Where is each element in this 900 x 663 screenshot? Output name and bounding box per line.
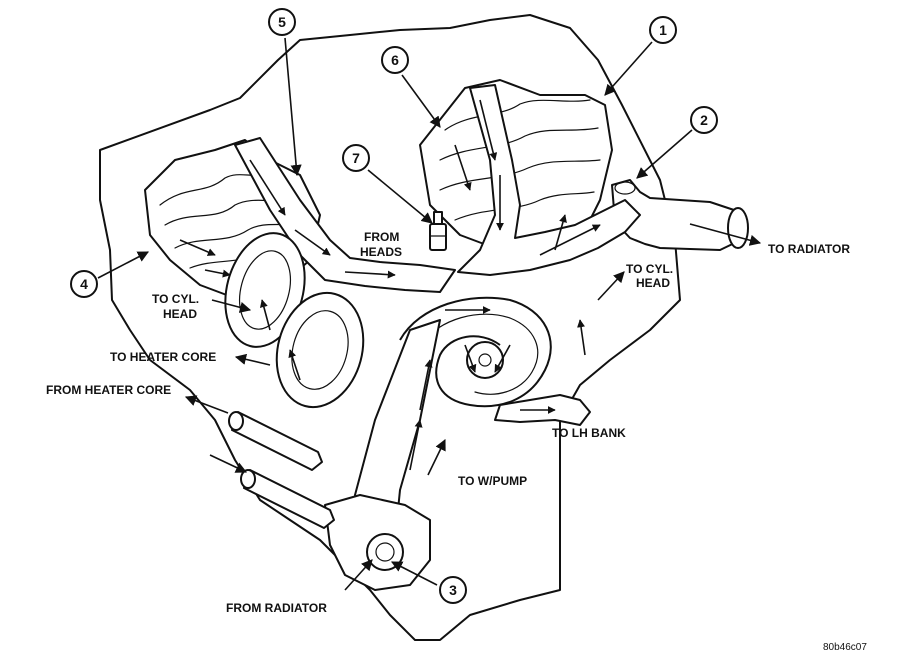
label-to-w-pump: TO W/PUMP: [458, 474, 527, 488]
to-cyl-head-left-arrow: [211, 299, 252, 313]
callout-6-leader: [401, 74, 441, 128]
callout-6: 6: [381, 46, 409, 74]
to-heater-core-arrow: [234, 353, 271, 366]
callout-2-leader: [636, 129, 693, 179]
callout-4-leader: [97, 251, 149, 279]
svg-text:1: 1: [659, 22, 667, 38]
left-cylinder-bores: [224, 232, 365, 409]
to-cyl-head-right-arrow: [597, 271, 625, 301]
from-heater-core-arrow: [184, 395, 229, 414]
label-to-heater-core: TO HEATER CORE: [110, 350, 216, 364]
engine-outline: [99, 14, 681, 641]
temperature-sensor: [429, 211, 447, 251]
callout-4: 4: [70, 270, 98, 298]
to-w-pump-arrow: [427, 438, 446, 476]
callout-1: 1: [649, 16, 677, 44]
svg-text:7: 7: [352, 150, 360, 166]
svg-text:2: 2: [700, 112, 708, 128]
label-from-radiator: FROM RADIATOR: [226, 601, 327, 615]
callout-5-leader: [284, 37, 302, 177]
label-from-heater-core: FROM HEATER CORE: [46, 383, 171, 397]
svg-text:4: 4: [80, 276, 88, 292]
callout-3: 3: [439, 576, 467, 604]
from-radiator-arrow: [344, 559, 373, 591]
label-to-cyl-head-left-line1: TO CYL.: [152, 292, 199, 306]
callout-7: 7: [342, 144, 370, 172]
heater-tubes: [228, 411, 335, 529]
heater-inlet-arrow: [209, 454, 248, 473]
svg-text:3: 3: [449, 582, 457, 598]
to-radiator-arrow: [689, 223, 762, 246]
svg-text:5: 5: [278, 14, 286, 30]
callout-5: 5: [268, 8, 296, 36]
label-to-lh-bank: TO LH BANK: [552, 426, 626, 440]
label-to-cyl-head-right-line1: TO CYL.: [626, 262, 673, 276]
radiator-inlet-fitting: [324, 494, 431, 591]
label-to-cyl-head-right-line2: HEAD: [636, 276, 670, 290]
callout-7-leader: [367, 169, 433, 224]
callout-3-leader: [391, 561, 438, 586]
flow-arrows: [179, 99, 601, 471]
label-to-cyl-head-left-line2: HEAD: [163, 307, 197, 321]
label-to-radiator: TO RADIATOR: [768, 242, 850, 256]
callout-1-leader: [604, 41, 653, 96]
svg-text:6: 6: [391, 52, 399, 68]
label-from-heads-line2: HEADS: [360, 245, 402, 259]
right-cylinder-head: [419, 79, 613, 256]
label-from-heads-line1: FROM: [364, 230, 399, 244]
figure-code: 80b46c07: [823, 642, 867, 653]
callout-2: 2: [690, 106, 718, 134]
